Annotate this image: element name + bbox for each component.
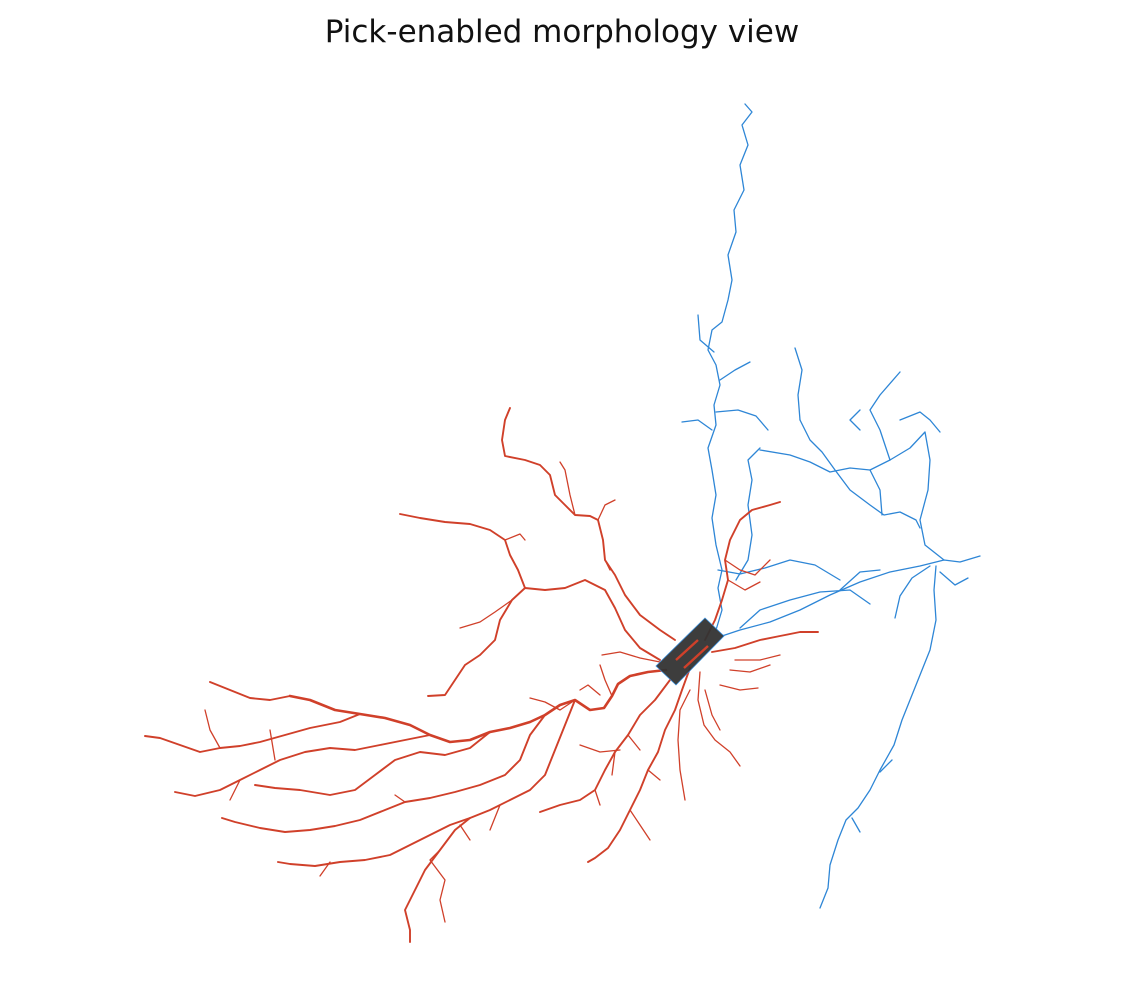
dendrite-up-left-twig[interactable] — [459, 533, 526, 629]
dendrite-lower-mid-3[interactable] — [677, 689, 721, 801]
dendrite-lower-mid-4[interactable] — [539, 679, 671, 813]
axon-top-right-twig[interactable] — [794, 347, 803, 421]
dendrite-left-branch-4[interactable] — [254, 731, 491, 796]
dendrite-left-branch-3[interactable] — [174, 734, 431, 797]
axon-upper-branch-1[interactable] — [697, 314, 715, 353]
dendrite-right-short[interactable] — [711, 631, 819, 653]
dendrite-up-branch-2[interactable] — [559, 461, 616, 571]
dendrite-upper-right-twig[interactable] — [724, 559, 771, 591]
axon-upper-right-network[interactable] — [717, 431, 945, 581]
axon-upper-branch-2[interactable] — [719, 361, 751, 381]
dendrite-tree[interactable] — [144, 407, 819, 943]
axon-mid-branch[interactable] — [739, 569, 881, 629]
dendrite-primary-left[interactable] — [288, 668, 668, 744]
dendrite-up-main[interactable] — [501, 407, 676, 641]
axon-right-main[interactable] — [721, 555, 981, 637]
dendrite-lower-left-2[interactable] — [404, 817, 471, 943]
axon-loop-near-soma[interactable] — [735, 447, 761, 581]
plot-title: Pick-enabled morphology view — [324, 14, 800, 50]
dendrite-upper-right[interactable] — [704, 501, 781, 641]
dendrite-lower-left-twigs[interactable] — [204, 709, 501, 877]
axon-upper-branch-3[interactable] — [681, 419, 713, 431]
dendrite-lower-left-3[interactable] — [429, 849, 446, 923]
axon-tree[interactable] — [681, 103, 981, 909]
axon-desc-twig[interactable] — [851, 759, 893, 833]
dendrite-lower-left-1[interactable] — [277, 699, 576, 867]
dendrite-left-branch-5[interactable] — [221, 714, 546, 833]
soma-proximal-dendrite — [675, 639, 709, 669]
dendrite-left-branch-2[interactable] — [144, 713, 361, 753]
axon-right-descending[interactable] — [819, 565, 937, 909]
axon-right-loop[interactable] — [894, 565, 969, 619]
axon-main-ascending[interactable] — [707, 103, 753, 631]
dendrite-lower-mid-2[interactable] — [629, 671, 741, 841]
axon-upper-right-branches[interactable] — [799, 371, 941, 529]
dendrite-lower-mid-1[interactable] — [587, 667, 691, 863]
dendrite-right-short-twigs[interactable] — [719, 654, 781, 691]
dendrite-left-branch-1[interactable] — [209, 681, 291, 701]
axon-upper-branch-4[interactable] — [715, 409, 769, 431]
dendrite-up-left-branch[interactable] — [399, 513, 526, 589]
dendrite-lower-mid-twigs[interactable] — [579, 734, 641, 806]
soma[interactable] — [655, 617, 725, 686]
dendrite-near-soma-twigs[interactable] — [529, 651, 661, 711]
